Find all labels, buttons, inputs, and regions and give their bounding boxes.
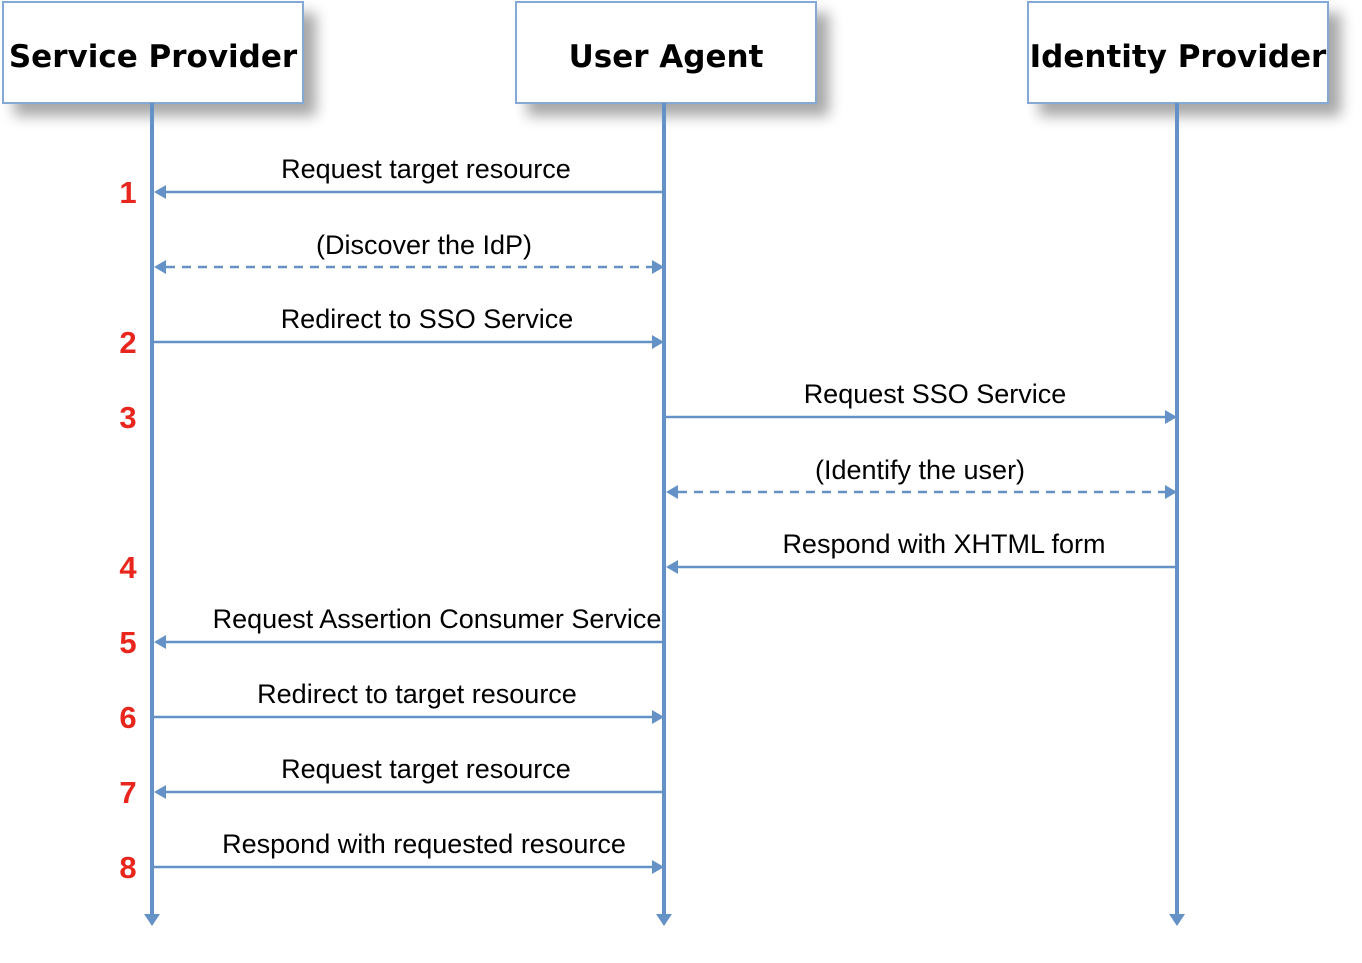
step-number: 2: [119, 325, 136, 360]
step-number: 5: [119, 625, 136, 660]
arrowhead-right: [1165, 410, 1177, 424]
actor-user-agent: User Agent: [515, 1, 817, 104]
actor-box: [515, 1, 817, 104]
actor-label: User Agent: [569, 39, 764, 75]
message-3: Request SSO Service 3: [119, 379, 1177, 435]
step-number: 6: [119, 700, 136, 735]
message-label: Redirect to target resource: [257, 679, 577, 709]
lifeline-arrowhead: [656, 914, 672, 926]
actor-label: Service Provider: [9, 39, 298, 75]
arrowhead-left: [154, 185, 166, 199]
message-label: Redirect to SSO Service: [281, 304, 574, 334]
message-label: Respond with requested resource: [222, 829, 626, 859]
step-number: 4: [119, 550, 137, 585]
message-label: Request target resource: [281, 754, 571, 784]
step-number: 1: [119, 175, 136, 210]
lifeline-identity-provider: [1169, 103, 1185, 926]
message-label: (Discover the IdP): [316, 230, 532, 260]
actor-box: [1027, 1, 1329, 104]
lifeline-arrowhead: [1169, 914, 1185, 926]
message-5: Request Assertion Consumer Service 5: [119, 604, 664, 660]
lifeline-arrowhead: [144, 914, 160, 926]
arrowhead-left: [666, 560, 678, 574]
message-label: (Identify the user): [815, 455, 1025, 485]
message-2: Redirect to SSO Service 2: [119, 304, 664, 360]
message-8: Respond with requested resource 8: [119, 829, 664, 885]
actor-box: [2, 1, 304, 104]
step-number: 7: [119, 775, 136, 810]
message-label: Respond with XHTML form: [782, 529, 1105, 559]
message-6: Redirect to target resource 6: [119, 679, 664, 735]
arrowhead-left: [666, 485, 678, 499]
arrowhead-left: [154, 785, 166, 799]
arrowhead-left: [154, 635, 166, 649]
message-7: Request target resource 7: [119, 754, 664, 810]
arrowhead-right: [652, 335, 664, 349]
arrowhead-left: [154, 260, 166, 274]
arrowhead-right: [652, 710, 664, 724]
message-discover-idp: (Discover the IdP): [154, 230, 664, 274]
message-4: Respond with XHTML form 4: [119, 529, 1177, 585]
actor-service-provider: Service Provider: [2, 1, 304, 104]
lifeline-service-provider: [144, 103, 160, 926]
arrowhead-right: [652, 860, 664, 874]
message-1: Request target resource 1: [119, 154, 664, 210]
step-number: 3: [119, 400, 136, 435]
step-number: 8: [119, 850, 136, 885]
actor-label: Identity Provider: [1030, 39, 1327, 75]
lifeline-user-agent: [656, 103, 672, 926]
actor-identity-provider: Identity Provider: [1027, 1, 1329, 104]
message-label: Request target resource: [281, 154, 571, 184]
message-label: Request SSO Service: [804, 379, 1067, 409]
arrowhead-right: [652, 260, 664, 274]
message-label: Request Assertion Consumer Service: [213, 604, 662, 634]
message-identify-user: (Identify the user): [666, 455, 1177, 499]
arrowhead-right: [1165, 485, 1177, 499]
